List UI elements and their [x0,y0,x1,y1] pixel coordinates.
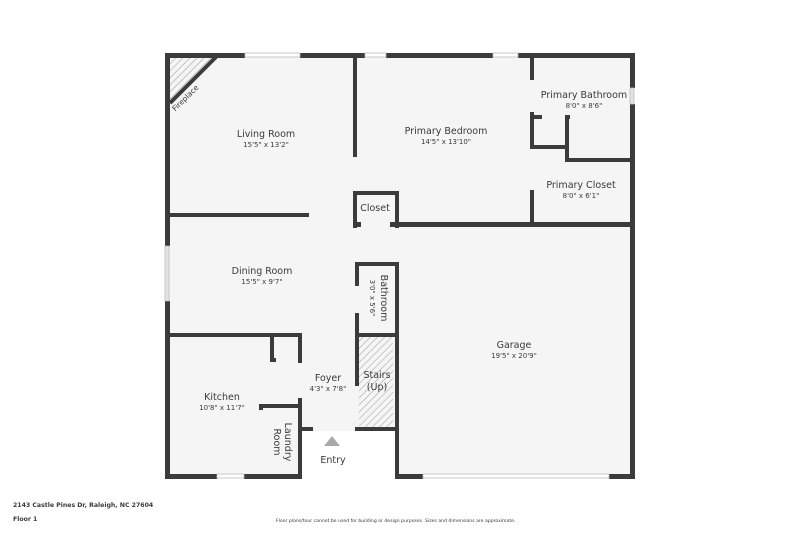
dining-room-label: Dining Room [232,266,293,277]
windows [164,52,635,479]
bathroom-label: Bathroom [378,275,389,322]
walls [165,53,635,479]
entry-label: Entry [320,455,346,466]
primary-bathroom-dim: 8'0" x 8'6" [566,102,603,110]
stairs-area [359,337,393,427]
laundry-label: Laundry [282,423,293,462]
closet-label: Closet [360,203,390,214]
living-room-dim: 15'5" x 13'2" [243,141,289,149]
primary-closet-dim: 8'0" x 6'1" [563,192,600,200]
foyer-label: Foyer [315,373,341,384]
dining-room-dim: 15'5" x 9'7" [241,278,282,286]
disclaimer: Floor plans/tour cannot be used for buil… [276,519,516,524]
garage-dim: 19'5" x 20'9" [491,352,537,360]
foyer-dim: 4'3" x 7'8" [310,385,347,393]
primary-bathroom-label: Primary Bathroom [541,90,627,101]
floor-label: Floor 1 [13,516,38,523]
primary-bedroom-dim: 14'5" x 13'10" [421,138,471,146]
bathroom-dim: 3'0" x 5'6" [368,280,376,317]
garage-label: Garage [497,340,532,351]
primary-closet-label: Primary Closet [546,180,616,191]
laundry-sub-label: Room [271,428,282,455]
stairs-sub-label: (Up) [367,382,387,393]
kitchen-label: Kitchen [204,392,240,403]
living-room-label: Living Room [237,129,295,140]
primary-bedroom-label: Primary Bedroom [405,126,488,137]
address: 2143 Castle Pines Dr, Raleigh, NC 27604 [13,502,154,509]
stairs-label: Stairs [363,370,390,381]
entry-arrow-icon [324,436,340,446]
kitchen-dim: 10'8" x 11'7" [199,404,245,412]
